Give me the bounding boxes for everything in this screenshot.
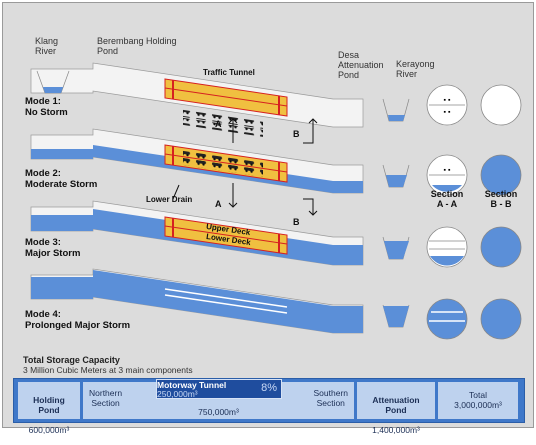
mode-1-klang-water <box>43 87 63 93</box>
mode-2-lower-cars <box>183 157 263 177</box>
total-value: 3,000,000m³ <box>454 400 502 410</box>
motorway-tunnel-percent: 8% <box>261 382 277 394</box>
mode-3-subtitle: Major Storm <box>25 248 81 259</box>
mode-1-profile <box>30 62 410 137</box>
mode-4-title: Mode 4: <box>25 309 61 320</box>
mode-4-profile <box>30 268 410 334</box>
lower-drain-pointer <box>172 184 180 200</box>
tunnel-total-value: 750,000m³ <box>198 407 239 417</box>
section-aa-mode-2-water <box>432 185 462 192</box>
lower-drain-label: Lower Drain <box>146 195 193 204</box>
mode-3-deck-divider <box>164 225 288 245</box>
section-aa-mode-4 <box>426 298 468 340</box>
section-bb-column <box>480 84 522 340</box>
klang-river-label: Klang River <box>35 36 59 56</box>
capacity-table: Holding Pond 600,000m³ Northern Section … <box>13 378 525 435</box>
section-bb-mode-3 <box>480 226 522 268</box>
arrow-b-label-top: B <box>293 129 300 139</box>
arrow-b-top <box>303 118 318 144</box>
holding-pond-label: Holding Pond <box>33 395 65 415</box>
holding-pond-value: 600,000m³ <box>28 425 70 435</box>
attenuation-pond-value: 1,400,000m³ <box>372 425 420 435</box>
section-bb-label: Section B - B <box>484 189 518 209</box>
diagram-frame: ▪ ▪ ▪ ▪ ▪ ▪ Klang River Berembang Holdin… <box>2 2 534 435</box>
holding-pond-cell: Holding Pond 600,000m³ <box>18 382 80 435</box>
totals-title: Total Storage Capacity <box>23 355 120 365</box>
section-bb-mode-4 <box>480 298 522 340</box>
section-aa-mode-1-cars-lower: ▪ ▪ <box>444 109 451 116</box>
attenuation-pond-label: Attenuation Pond <box>372 395 420 415</box>
mode-2-kerayong-water <box>386 175 407 187</box>
arrow-a-label-bottom: A <box>215 199 222 209</box>
mode-2-title: Mode 2: <box>25 168 61 179</box>
mode-3-kerayong-water <box>384 241 409 259</box>
section-aa-mode-1-cars: ▪ ▪ <box>444 97 451 104</box>
mode-3-title: Mode 3: <box>25 237 61 248</box>
section-aa-column: ▪ ▪ ▪ ▪ ▪ ▪ <box>426 84 468 340</box>
mode-4-deck-line-1 <box>164 288 288 308</box>
mode-2-upper-cars <box>183 149 263 169</box>
mode-1-subtitle: No Storm <box>25 107 68 118</box>
arrow-b-label-bottom: B <box>293 217 300 227</box>
desa-pond-label: Desa Attenuation Pond <box>338 50 384 80</box>
mode-4-kerayong-water <box>383 306 409 327</box>
section-aa-label: Section A - A <box>430 189 464 209</box>
traffic-tunnel-label: Traffic Tunnel <box>203 68 255 77</box>
mode-3-label: Mode 3: Major Storm <box>25 237 80 259</box>
attenuation-pond-cell: Attenuation Pond 1,400,000m³ <box>357 382 435 435</box>
kerayong-river-label: Kerayong River <box>396 59 435 79</box>
arrow-a-label-top: A <box>215 119 222 129</box>
mode-1-deck-divider <box>164 87 288 107</box>
total-cell: Total 3,000,000m³ <box>438 382 518 419</box>
section-bb-mode-1 <box>480 84 522 126</box>
mode-2-label: Mode 2: Moderate Storm <box>25 168 97 190</box>
motorway-tunnel-value: 250,000m³ <box>157 389 198 399</box>
section-arrows <box>172 118 318 216</box>
mode-4-label: Mode 4: Prolonged Major Storm <box>25 309 130 331</box>
mode-1-title: Mode 1: <box>25 96 61 107</box>
arrow-b-bottom <box>303 198 318 216</box>
mode-2-profile <box>30 128 410 194</box>
totals-subtitle: 3 Million Cubic Meters at 3 main compone… <box>23 365 193 375</box>
arrow-a-top <box>228 118 238 143</box>
motorway-tunnel-cell: Motorway Tunnel 250,000m³ 8% <box>156 379 282 399</box>
mode-4-water <box>31 270 363 333</box>
northern-section-label: Northern Section <box>89 388 123 408</box>
mode-1-kerayong-water <box>388 115 405 121</box>
mode-4-subtitle: Prolonged Major Storm <box>25 320 131 331</box>
southern-section-label: Southern Section <box>313 388 349 408</box>
mode-4-deck-line-2 <box>164 294 288 314</box>
mode-2-subtitle: Moderate Storm <box>25 179 98 190</box>
tunnel-modes-diagram: ▪ ▪ ▪ ▪ ▪ ▪ <box>30 62 522 340</box>
motorway-tunnel-label: Motorway Tunnel <box>157 380 227 390</box>
section-aa-mode-3-water <box>430 256 464 266</box>
mode-1-lower-cars <box>183 117 263 137</box>
section-aa-mode-2-cars: ▪ ▪ <box>444 167 451 174</box>
berembang-pond-label: Berembang Holding Pond <box>97 36 177 56</box>
mode-3-profile <box>30 200 410 266</box>
section-bb-mode-2 <box>480 154 522 196</box>
arrow-a-bottom <box>228 183 238 208</box>
total-label: Total <box>469 390 487 400</box>
mode-1-upper-cars <box>183 109 263 129</box>
mode-1-label: Mode 1: No Storm <box>25 96 68 118</box>
